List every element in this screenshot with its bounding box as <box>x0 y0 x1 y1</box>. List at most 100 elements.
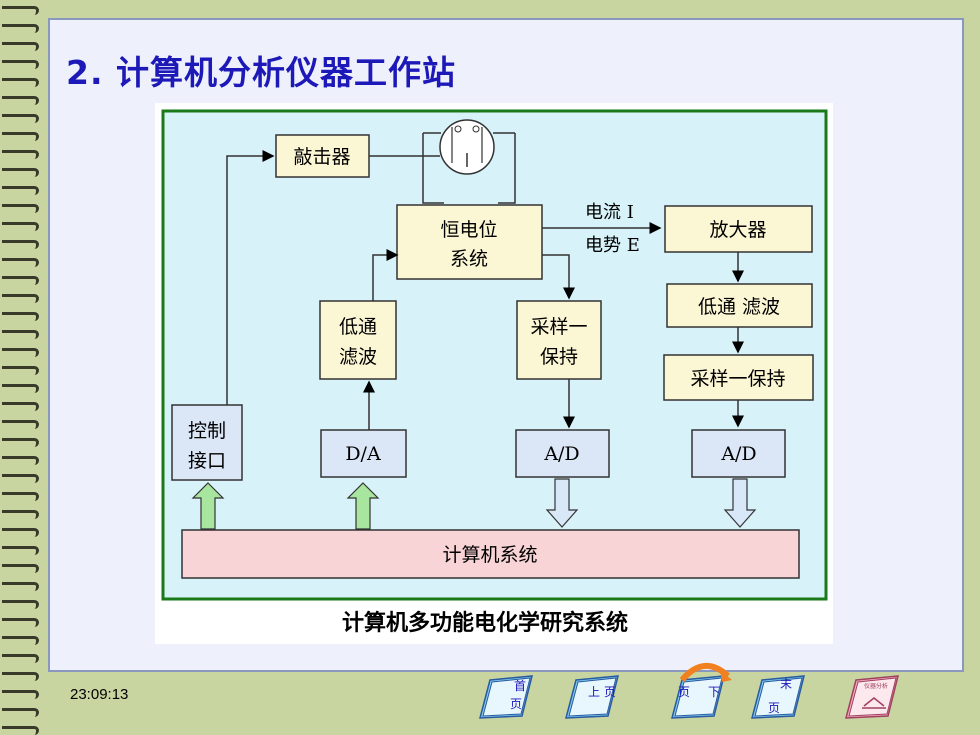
potentiostat-box <box>396 204 543 280</box>
binding-ring-icon <box>2 222 39 231</box>
binding-ring-icon <box>2 654 39 663</box>
first-page-label-2: 页 <box>510 697 523 711</box>
computer-system-label: 计算机系统 <box>442 544 537 566</box>
up-arrow-icon <box>346 482 380 530</box>
binding-ring-icon <box>2 672 39 681</box>
diagram-caption: 计算机多功能电化学研究系统 <box>342 610 628 636</box>
book-icon <box>845 675 899 719</box>
binding-ring-icon <box>2 564 39 573</box>
binding-ring-icon <box>2 258 39 267</box>
binding-ring-icon <box>2 438 39 447</box>
book-icon <box>479 675 533 719</box>
binding-ring-icon <box>2 60 39 69</box>
binding-ring-icon <box>2 456 39 465</box>
spiral-binding <box>0 0 46 735</box>
last-page-label-2: 页 <box>768 701 781 715</box>
binding-ring-icon <box>2 420 39 429</box>
binding-ring-icon <box>2 96 39 105</box>
potentiostat-label-2: 系统 <box>450 248 488 270</box>
binding-ring-icon <box>2 726 39 735</box>
first-page-button[interactable]: 首 页 <box>478 672 536 722</box>
binding-ring-icon <box>2 636 39 645</box>
next-page-button[interactable]: 页 下 <box>670 672 728 722</box>
binding-ring-icon <box>2 276 39 285</box>
last-page-button[interactable]: 末 页 <box>750 672 808 722</box>
binding-ring-icon <box>2 708 39 717</box>
binding-ring-icon <box>2 582 39 591</box>
knocker-label: 敲击器 <box>293 146 350 168</box>
binding-ring-icon <box>2 384 39 393</box>
potential-label: 电势 E <box>585 235 640 256</box>
amplifier-label: 放大器 <box>709 219 766 241</box>
down-arrow-icon <box>723 478 757 528</box>
book-icon <box>565 675 619 719</box>
page-title: 2. 计算机分析仪器工作站 <box>66 53 456 92</box>
home-label: 仪器分析 <box>864 683 889 690</box>
control-interface-box <box>171 404 243 481</box>
potentiostat-label-1: 恒电位 <box>440 219 497 241</box>
last-page-label-1: 末 <box>780 677 793 691</box>
binding-ring-icon <box>2 600 39 609</box>
next-page-label-1: 页 <box>678 685 691 699</box>
da-box <box>320 429 407 478</box>
computer-system-box <box>181 529 800 579</box>
knocker-box <box>275 134 370 178</box>
book-icon <box>751 675 805 719</box>
binding-ring-icon <box>2 42 39 51</box>
timestamp: 23:09:13 <box>70 686 129 703</box>
lowpass-right-label: 低通 滤波 <box>698 296 780 318</box>
binding-ring-icon <box>2 168 39 177</box>
curl-arrow-icon <box>679 663 732 682</box>
lowpass-mid-label-2: 滤波 <box>339 346 377 368</box>
prev-page-button[interactable]: 上 页 <box>564 672 622 722</box>
current-label: 电流 I <box>585 202 634 223</box>
next-page-label-2: 下 <box>708 685 721 699</box>
binding-ring-icon <box>2 492 39 501</box>
binding-ring-icon <box>2 78 39 87</box>
binding-ring-icon <box>2 132 39 141</box>
binding-ring-icon <box>2 6 39 15</box>
binding-ring-icon <box>2 204 39 213</box>
binding-ring-icon <box>2 24 39 33</box>
home-button[interactable]: 仪器分析 <box>844 672 902 722</box>
binding-ring-icon <box>2 150 39 159</box>
amplifier-box <box>664 205 813 253</box>
binding-ring-icon <box>2 312 39 321</box>
ad-label-2: A/D <box>720 443 756 465</box>
binding-ring-icon <box>2 294 39 303</box>
lowpass-right-box <box>666 283 813 328</box>
da-label: D/A <box>345 443 381 465</box>
binding-ring-icon <box>2 528 39 537</box>
binding-ring-icon <box>2 330 39 339</box>
down-arrow-icon <box>545 478 579 528</box>
binding-ring-icon <box>2 348 39 357</box>
lowpass-mid-label-1: 低通 <box>339 316 377 338</box>
up-arrow-icon <box>191 482 225 530</box>
first-page-label-1: 首 <box>514 679 527 693</box>
binding-ring-icon <box>2 510 39 519</box>
control-label-2: 接口 <box>188 450 226 472</box>
prev-page-label-1: 上 <box>588 685 601 699</box>
binding-ring-icon <box>2 690 39 699</box>
lowpass-mid-box <box>319 300 397 380</box>
binding-ring-icon <box>2 474 39 483</box>
diagram-figure: 敲击器 恒电位 系统 电流 I 电势 E 放大器 低通 滤波 采 <box>155 103 833 644</box>
ad-box-2 <box>691 429 786 478</box>
sample-hold-mid-box <box>516 300 602 380</box>
binding-ring-icon <box>2 186 39 195</box>
sample-hold-right-label: 采样一保持 <box>690 368 785 390</box>
sample-hold-mid-label-2: 保持 <box>540 346 578 368</box>
ad-box-1 <box>515 429 610 478</box>
ad-label-1: A/D <box>543 443 579 465</box>
prev-page-label-2: 页 <box>604 685 617 699</box>
book-icon <box>671 675 725 719</box>
binding-ring-icon <box>2 546 39 555</box>
binding-ring-icon <box>2 366 39 375</box>
binding-ring-icon <box>2 114 39 123</box>
binding-ring-icon <box>2 618 39 627</box>
electrode-cell-icon <box>439 119 495 175</box>
diagram-svg: 敲击器 恒电位 系统 电流 I 电势 E 放大器 低通 滤波 采 <box>161 109 828 636</box>
binding-ring-icon <box>2 240 39 249</box>
binding-ring-icon <box>2 402 39 411</box>
sample-hold-mid-label-1: 采样一 <box>530 316 587 338</box>
